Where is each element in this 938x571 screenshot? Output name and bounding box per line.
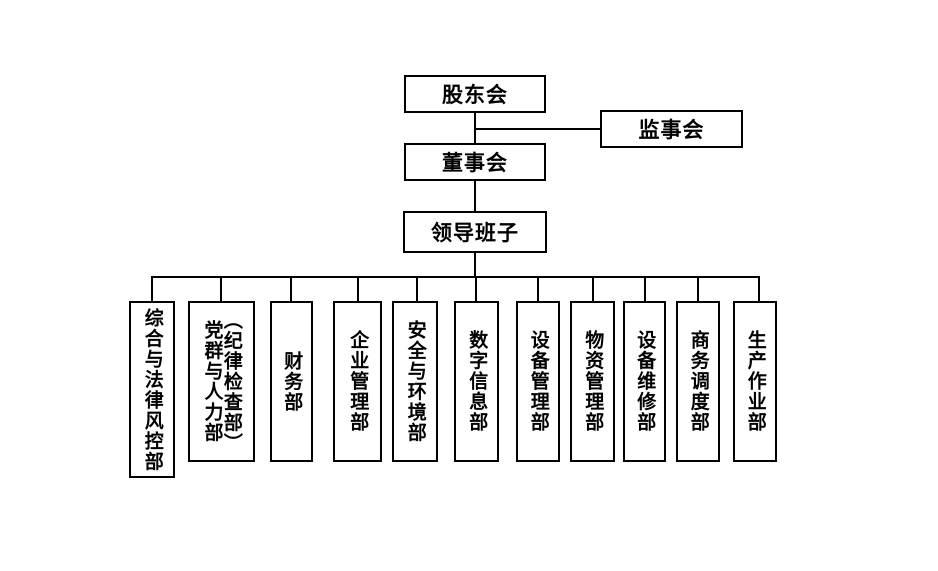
dept-enterprise-mgmt-label-1: 企业管理部 (347, 330, 369, 433)
dept-business-dispatch[interactable]: 商务调度部 (676, 301, 720, 462)
dept-digital-info[interactable]: 数字信息部 (454, 301, 499, 462)
connector-leadership-to-bus (474, 252, 476, 278)
dept-finance-label-1: 财务部 (281, 350, 303, 413)
connector-drop-materials-mgmt (592, 276, 594, 302)
node-board-of-directors-label: 董事会 (442, 152, 508, 175)
dept-equipment-mgmt-label-1: 设备管理部 (527, 330, 549, 433)
dept-finance[interactable]: 财务部 (270, 301, 313, 462)
connector-drop-legal-risk (151, 276, 153, 302)
connector-drop-production-ops (758, 276, 760, 302)
dept-party-hr[interactable]: （纪律检查部） 党群与人力部 (188, 301, 255, 462)
connector-drop-party-hr (220, 276, 222, 302)
connector-shareholders-to-supervisors (474, 128, 602, 130)
node-shareholders-meeting[interactable]: 股东会 (404, 75, 546, 113)
node-board-of-directors[interactable]: 董事会 (404, 143, 546, 181)
dept-business-dispatch-label-1: 商务调度部 (687, 330, 709, 433)
connector-department-bus (151, 276, 760, 278)
connector-drop-enterprise-mgmt (357, 276, 359, 302)
dept-equipment-repair[interactable]: 设备维修部 (623, 301, 666, 462)
dept-materials-mgmt[interactable]: 物资管理部 (570, 301, 615, 462)
connector-drop-equipment-mgmt (537, 276, 539, 302)
connector-drop-digital-info (475, 276, 477, 302)
dept-equipment-repair-label-1: 设备维修部 (634, 330, 656, 433)
dept-legal-risk[interactable]: 综合与法律风控部 (129, 301, 175, 478)
dept-safety-env-label-1: 安全与环境部 (404, 320, 426, 443)
node-shareholders-meeting-label: 股东会 (442, 84, 508, 107)
connector-drop-business-dispatch (697, 276, 699, 302)
dept-digital-info-label-1: 数字信息部 (466, 330, 488, 433)
dept-party-hr-label-2: 党群与人力部 (201, 320, 223, 443)
connector-directors-to-leadership (474, 180, 476, 213)
node-leadership-team-label: 领导班子 (431, 222, 519, 245)
node-leadership-team[interactable]: 领导班子 (403, 211, 547, 253)
connector-drop-equipment-repair (644, 276, 646, 302)
node-board-of-supervisors[interactable]: 监事会 (600, 110, 743, 148)
dept-equipment-mgmt[interactable]: 设备管理部 (516, 301, 560, 462)
dept-safety-env[interactable]: 安全与环境部 (392, 301, 438, 462)
connector-drop-finance (290, 276, 292, 302)
dept-legal-risk-label-1: 综合与法律风控部 (141, 307, 163, 472)
node-board-of-supervisors-label: 监事会 (638, 119, 705, 142)
dept-party-hr-label-1: （纪律检查部） (220, 309, 242, 454)
dept-production-ops-label-1: 生产作业部 (744, 330, 766, 433)
dept-enterprise-mgmt[interactable]: 企业管理部 (333, 301, 382, 462)
dept-materials-mgmt-label-1: 物资管理部 (582, 330, 604, 433)
connector-drop-safety-env (416, 276, 418, 302)
dept-production-ops[interactable]: 生产作业部 (733, 301, 777, 462)
